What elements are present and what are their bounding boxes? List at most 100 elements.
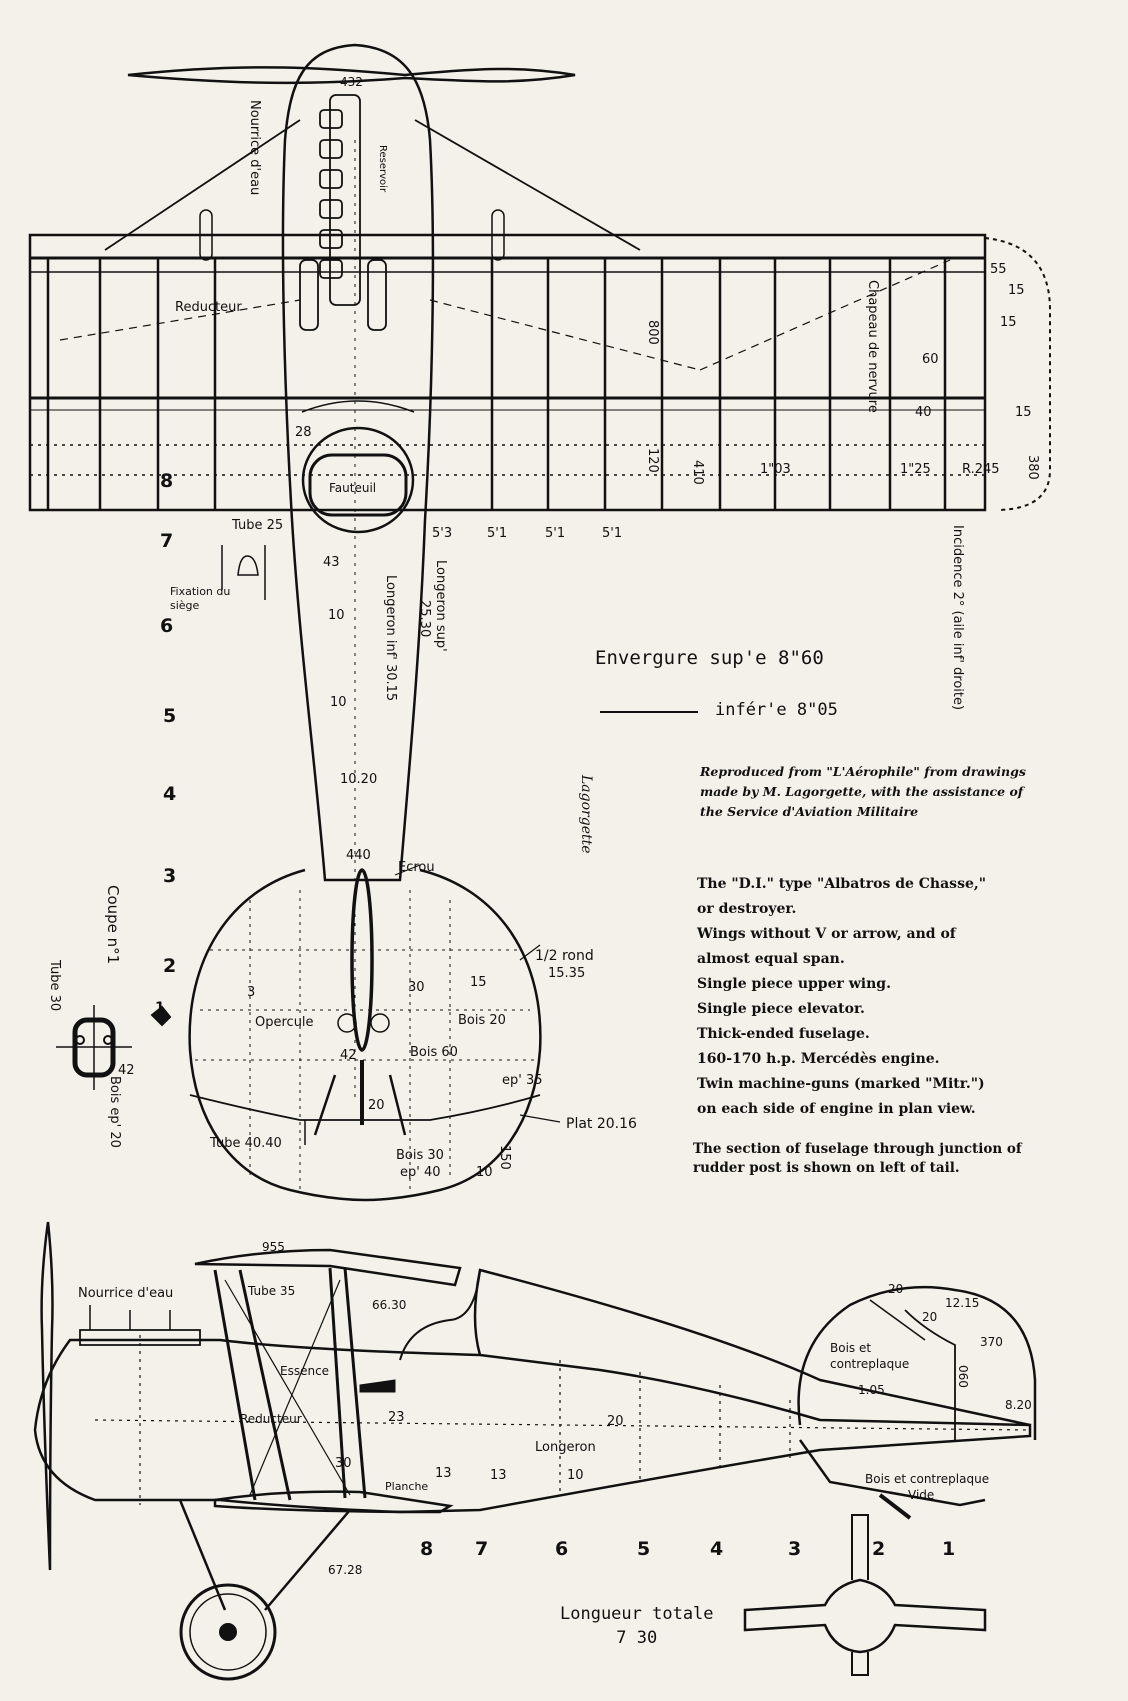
nut-label: Ecrou (398, 860, 435, 875)
station-number: 4 (163, 783, 177, 805)
dim-label: 5'3 (432, 526, 453, 541)
spec-line: Wings without V or arrow, and of (697, 926, 956, 942)
incidence-label: Incidence 2° (aile inf' droite) (950, 525, 965, 711)
side-dim: 20 (888, 1282, 904, 1296)
vide-label: Vide (908, 1488, 935, 1502)
dim-label: 3 (247, 985, 256, 1000)
dim-label: 40 (915, 405, 932, 420)
rib-cap-label: Chapeau de nervure (865, 280, 880, 413)
station-number: 5 (163, 705, 177, 727)
side-reducer-label: Reducteur (240, 1412, 302, 1426)
spec-list: The "D.I." type "Albatros de Chasse," or… (697, 872, 1042, 1122)
side-dim: 1.05 (858, 1383, 885, 1397)
seat-fix-label: Fixation du siège (170, 585, 231, 612)
half-round-label: 1/2 rond (535, 948, 594, 964)
station-number: 1 (942, 1538, 956, 1560)
longeron-label: Longeron (535, 1440, 596, 1455)
section-wood-label: Bois ep' 20 (107, 1076, 122, 1148)
section-note: The section of fuselage through junction… (693, 1141, 1022, 1176)
station-number: 3 (163, 865, 177, 887)
dim67-label: 67.28 (328, 1563, 363, 1577)
fin-rudder (797, 1285, 1037, 1440)
wood20-label: Bois 20 (458, 1013, 506, 1028)
reproduction-note: Reproduced from "L'Aérophile" from drawi… (700, 764, 1026, 819)
side-radiator-label: Nourrice d'eau (78, 1286, 174, 1301)
side-view (33, 1221, 1037, 1681)
spec-line: or destroyer. (697, 901, 797, 917)
dim-label: 5'1 (602, 526, 623, 541)
planche-label: Planche (385, 1480, 429, 1493)
tube-label: Tube 25 (232, 518, 284, 533)
station-number: 3 (788, 1538, 802, 1560)
side-dim: 20 (922, 1310, 938, 1324)
spec-line: Thick-ended fuselage. (697, 1026, 870, 1042)
section-dim: 42 (118, 1063, 135, 1078)
reducer-label: Reducteur (175, 300, 242, 315)
station-number: 4 (710, 1538, 724, 1560)
side-dim: 23 (388, 1410, 405, 1425)
total-length-value: 7 30 (616, 1628, 658, 1648)
section-tube-label: Tube 30 (47, 960, 62, 1012)
dim-label: 15 (1008, 283, 1025, 298)
dim-label: 120 (645, 448, 660, 473)
flat-label: Plat 20.16 (566, 1116, 637, 1132)
dim-label: 380 (1025, 455, 1040, 480)
dim-label: 28 (295, 425, 312, 440)
total-length-label: Longueur totale (560, 1604, 714, 1624)
fuselage-section (56, 1005, 172, 1090)
total-length: Longueur totale 7 30 (560, 1602, 714, 1650)
top-dim-label: 955 (262, 1240, 285, 1254)
spec-line: Twin machine-guns (marked "Mitr.") (697, 1076, 985, 1092)
lower-span-label: infér'e 8"05 (715, 700, 838, 720)
upper-spar-label: Longeron sup' (433, 560, 448, 652)
tail-rear-view (743, 1514, 987, 1676)
side-dim: 12.15 (945, 1296, 980, 1310)
dim-label: 60 (922, 352, 939, 367)
tailplane-plan (188, 868, 542, 1202)
wood-ply-tail-label: Bois et contreplaque (865, 1472, 990, 1486)
section-title: Coupe n°1 (104, 885, 122, 965)
radiator-label: Nourrice d'eau (247, 100, 262, 196)
dim-label: 15 (470, 975, 487, 990)
propeller-side (40, 1221, 54, 1571)
lower-wing-side (213, 1490, 454, 1514)
essence-label: Essence (280, 1364, 330, 1378)
station-number: 7 (160, 530, 174, 552)
station-number: 8 (160, 470, 174, 492)
dim-label: 43 (323, 555, 340, 570)
station-number: 7 (475, 1538, 489, 1560)
dim-label: 10 (330, 695, 347, 710)
side-dim: 13 (435, 1466, 452, 1481)
dim-label: 5'1 (545, 526, 566, 541)
tube35-label: Tube 35 (248, 1284, 296, 1298)
half-round-dim: 15.35 (548, 966, 586, 981)
station-number: 5 (637, 1538, 651, 1560)
dim-label: 5'1 (487, 526, 508, 541)
lower-spar-label: Longeron inf' 30.15 (383, 575, 398, 702)
dim-label: 440 (346, 848, 371, 863)
tube-tail-label: Tube 40.40 (210, 1136, 282, 1151)
fuselage-side (33, 1338, 1032, 1514)
dim-label: 1"25 (900, 462, 931, 477)
dim-label: 10.20 (340, 772, 378, 787)
dim-label: 10 (476, 1165, 493, 1180)
plan-view (28, 43, 1051, 1202)
seat-outline (301, 426, 415, 534)
spec-line: The "D.I." type "Albatros de Chasse," (697, 876, 987, 892)
dim-label: 15 (1000, 315, 1017, 330)
upper-wing-side (194, 1248, 462, 1287)
spec-line: on each side of engine in plan view. (697, 1101, 976, 1117)
dim-label: 410 (690, 460, 705, 485)
side-dim: 8.20 (1005, 1398, 1032, 1412)
side-dim: 30 (335, 1456, 352, 1471)
dim-label: 10 (328, 608, 345, 623)
wood60-label: Bois 60 (410, 1045, 458, 1060)
dim-label: 20 (368, 1098, 385, 1113)
dim-label: 150 (497, 1145, 512, 1170)
seat-label: Fauteuil (329, 481, 377, 495)
dim-label: R.245 (962, 462, 1000, 477)
dim-label: 30 (408, 980, 425, 995)
dim-label: 1"03 (760, 462, 791, 477)
dim-label: 15 (1015, 405, 1032, 420)
station-number: 2 (872, 1538, 886, 1560)
